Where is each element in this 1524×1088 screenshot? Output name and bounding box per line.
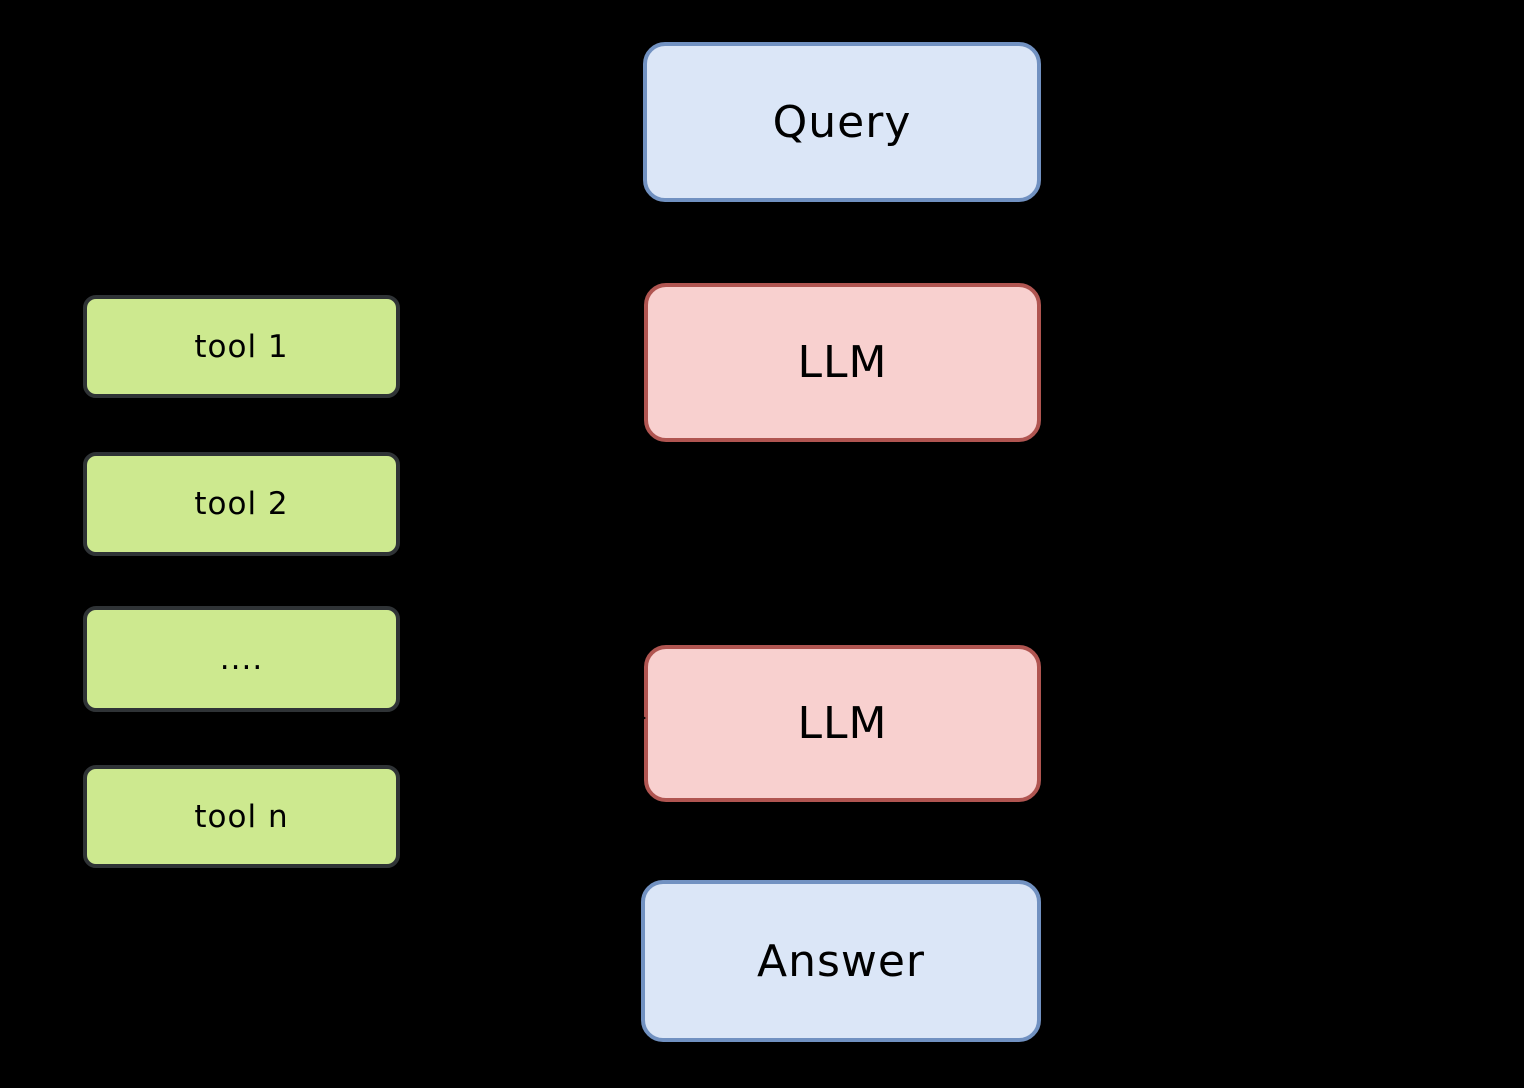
llm-bottom-label: LLM <box>797 698 888 749</box>
answer-label: Answer <box>756 935 926 987</box>
llm-bottom-node: LLM <box>644 645 1041 802</box>
tool-n-label: tool n <box>194 798 289 835</box>
llm-top-label: LLM <box>797 337 888 388</box>
llm-top-node: LLM <box>644 283 1041 442</box>
query-node: Query <box>643 42 1041 202</box>
answer-node: Answer <box>641 880 1041 1042</box>
query-label: Query <box>772 96 912 148</box>
tool-1-node: tool 1 <box>83 295 400 398</box>
tool-1-label: tool 1 <box>194 328 289 365</box>
tool-ellipsis-label: .... <box>219 641 264 677</box>
tool-2-node: tool 2 <box>83 452 400 556</box>
arrowhead-icon <box>637 712 646 724</box>
tool-2-label: tool 2 <box>194 486 289 522</box>
tool-ellipsis-node: .... <box>83 606 400 712</box>
tool-n-node: tool n <box>83 765 400 868</box>
